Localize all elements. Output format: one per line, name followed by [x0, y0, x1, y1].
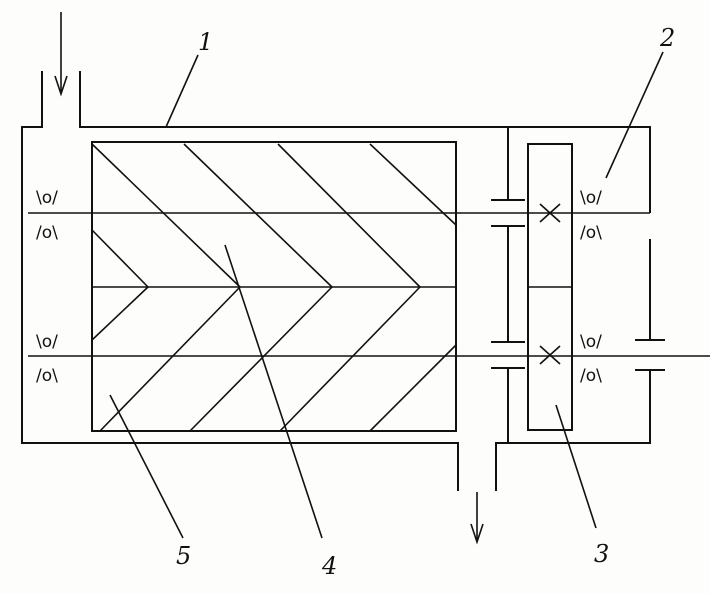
svg-text:\o/: \o/ — [580, 188, 602, 208]
upper-gear-cross — [539, 203, 561, 223]
timing-gears — [527, 143, 573, 431]
svg-text:\o/: \o/ — [36, 332, 58, 352]
svg-text:/o\: /o\ — [36, 223, 58, 243]
bearing-right-upper: \o/ /o\ — [580, 188, 602, 243]
outlet-arrow — [470, 492, 484, 545]
inlet-arrow — [54, 12, 68, 97]
bearing-left-upper: \o/ /o\ — [36, 188, 58, 243]
lower-rotor-helix — [91, 286, 457, 432]
rotor-shafts — [28, 212, 710, 357]
label-female-rotor: 5 — [176, 542, 191, 570]
housing — [21, 71, 665, 491]
upper-rotor-helix — [91, 143, 457, 288]
bearing-left-lower: \o/ /o\ — [36, 332, 58, 386]
label-male-rotor: 4 — [321, 552, 337, 580]
svg-text:/o\: /o\ — [580, 366, 602, 386]
label-gears: 3 — [594, 540, 609, 568]
label-housing: 1 — [198, 28, 213, 56]
svg-text:\o/: \o/ — [36, 188, 58, 208]
label-bearing: 2 — [659, 24, 675, 52]
svg-text:\o/: \o/ — [580, 332, 602, 352]
rotor-block — [91, 141, 457, 432]
bearing-right-lower: \o/ /o\ — [580, 332, 602, 386]
leader-lines — [109, 51, 664, 539]
lower-gear-cross — [539, 345, 561, 365]
svg-text:/o\: /o\ — [36, 366, 58, 386]
svg-text:/o\: /o\ — [580, 223, 602, 243]
